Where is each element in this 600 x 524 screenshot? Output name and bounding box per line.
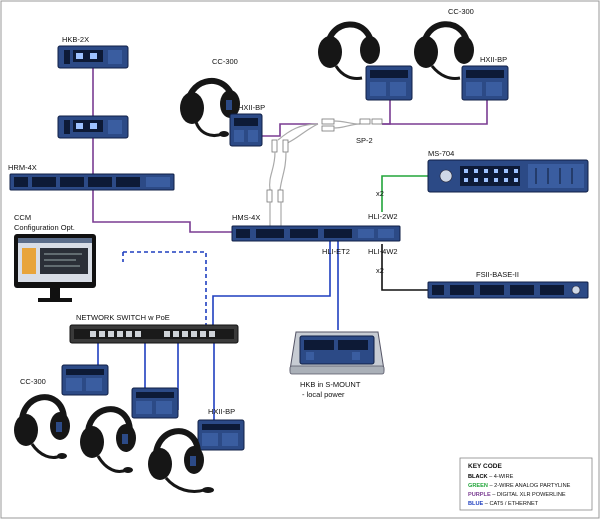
label-hkb-smount-line1: HKB in S-MOUNT	[300, 380, 361, 389]
hxii-bp-device-left	[229, 113, 263, 147]
key-row-blue: BLUE – CAT5 / ETHERNET	[468, 501, 539, 507]
key-code-title: KEY CODE	[468, 463, 502, 470]
hxii-bp-device-right	[461, 65, 509, 101]
key-row-black: BLACK – 4-WIRE	[468, 474, 514, 480]
label-cc300-top-right: CC-300	[448, 7, 474, 16]
purple-line-hrm4x-to-hms4x	[92, 187, 232, 233]
network-switch-device	[69, 324, 239, 344]
label-hli-et2: HLI-ET2	[322, 247, 350, 256]
key-code-box	[459, 457, 593, 511]
purple-connections	[92, 65, 488, 233]
label-sp2: SP-2	[356, 136, 373, 145]
key-row-purple: PURPLE – DIGITAL XLR POWERLINE	[468, 492, 566, 498]
ccm-monitor	[14, 234, 96, 302]
label-ccm-line1: CCM	[14, 213, 31, 222]
label-hkb-smount-line2: - local power	[302, 390, 345, 399]
black-connections	[381, 244, 428, 291]
label-hli-2w2: HLI-2W2	[368, 212, 398, 221]
key-row-green: GREEN – 2-WIRE ANALOG PARTYLINE	[468, 483, 571, 489]
label-hli-4w2: HLI-4W2	[368, 247, 398, 256]
green-connections	[381, 175, 428, 212]
blue-line-hliet2-to-switch	[212, 240, 331, 325]
label-hkb-2x: HKB-2X	[62, 35, 89, 44]
label-hxii-bp-left: HXII-BP	[238, 103, 265, 112]
hkb-2x-device-bottom	[57, 115, 129, 139]
key-code-legend: KEY CODE BLACK – 4-WIRE GREEN – 2-WIRE A…	[459, 457, 593, 511]
hms-4x-device	[231, 225, 401, 242]
key-row-black-name: BLACK	[468, 474, 488, 480]
label-hxii-bp-right: HXII-BP	[480, 55, 507, 64]
label-ccm-line2: Configuration Opt.	[14, 223, 75, 232]
black-line-hli4w2-to-fsii-base	[381, 244, 428, 291]
key-row-purple-desc: – DIGITAL XLR POWERLINE	[491, 492, 566, 498]
key-row-green-desc: – 2-WIRE ANALOG PARTYLINE	[488, 483, 571, 489]
cc300-headset-top-right	[414, 21, 474, 80]
label-hrm-4x: HRM-4X	[8, 163, 37, 172]
cc300-headset-bottom-c	[148, 428, 214, 493]
key-row-blue-desc: – CAT5 / ETHERNET	[483, 501, 538, 507]
label-x2-bottom: x2	[376, 266, 384, 275]
beltpack-bottom-b	[131, 387, 179, 419]
key-row-green-name: GREEN	[468, 483, 488, 489]
hrm-4x-device	[9, 173, 175, 191]
label-ms-704: MS-704	[428, 149, 454, 158]
key-row-purple-name: PURPLE	[468, 492, 491, 498]
label-cc300-top-left: CC-300	[212, 57, 238, 66]
fsii-base-ii-device	[427, 281, 589, 299]
key-row-black-desc: – 4-WIRE	[488, 474, 514, 480]
ms-704-device	[427, 159, 589, 193]
beltpack-bottom-a	[61, 364, 109, 396]
cc300-headset-top-left	[180, 77, 240, 137]
xlr-cable-sp2-to-hms4x	[266, 118, 383, 226]
label-fsii-base-ii: FSII-BASE-II	[476, 270, 519, 279]
hxii-bp-device-bottom	[197, 419, 245, 451]
label-network-switch: NETWORK SWITCH w PoE	[76, 313, 170, 322]
cc300-headset-bottom-b	[80, 406, 136, 473]
cc300-headset-bottom-a	[14, 394, 70, 459]
purple-line-hxiibp-right-to-sp2	[382, 100, 488, 125]
label-cc300-bottom: CC-300	[20, 377, 46, 386]
purple-line-hxiibp-left-to-sp2	[262, 123, 318, 137]
cc300-headset-top-middle	[318, 21, 380, 80]
hkb-smount-device	[289, 331, 385, 375]
blue-dashed-line-ccm-to-switch	[123, 251, 207, 330]
hxii-bp-device-middle	[365, 65, 413, 101]
hkb-2x-device-top	[57, 45, 129, 69]
green-line-hli2w2-to-ms704	[381, 175, 428, 212]
key-row-blue-name: BLUE	[468, 501, 483, 507]
label-hms-4x: HMS-4X	[232, 213, 260, 222]
label-hxii-bp-bottom: HXII-BP	[208, 407, 235, 416]
label-x2-top: x2	[376, 189, 384, 198]
